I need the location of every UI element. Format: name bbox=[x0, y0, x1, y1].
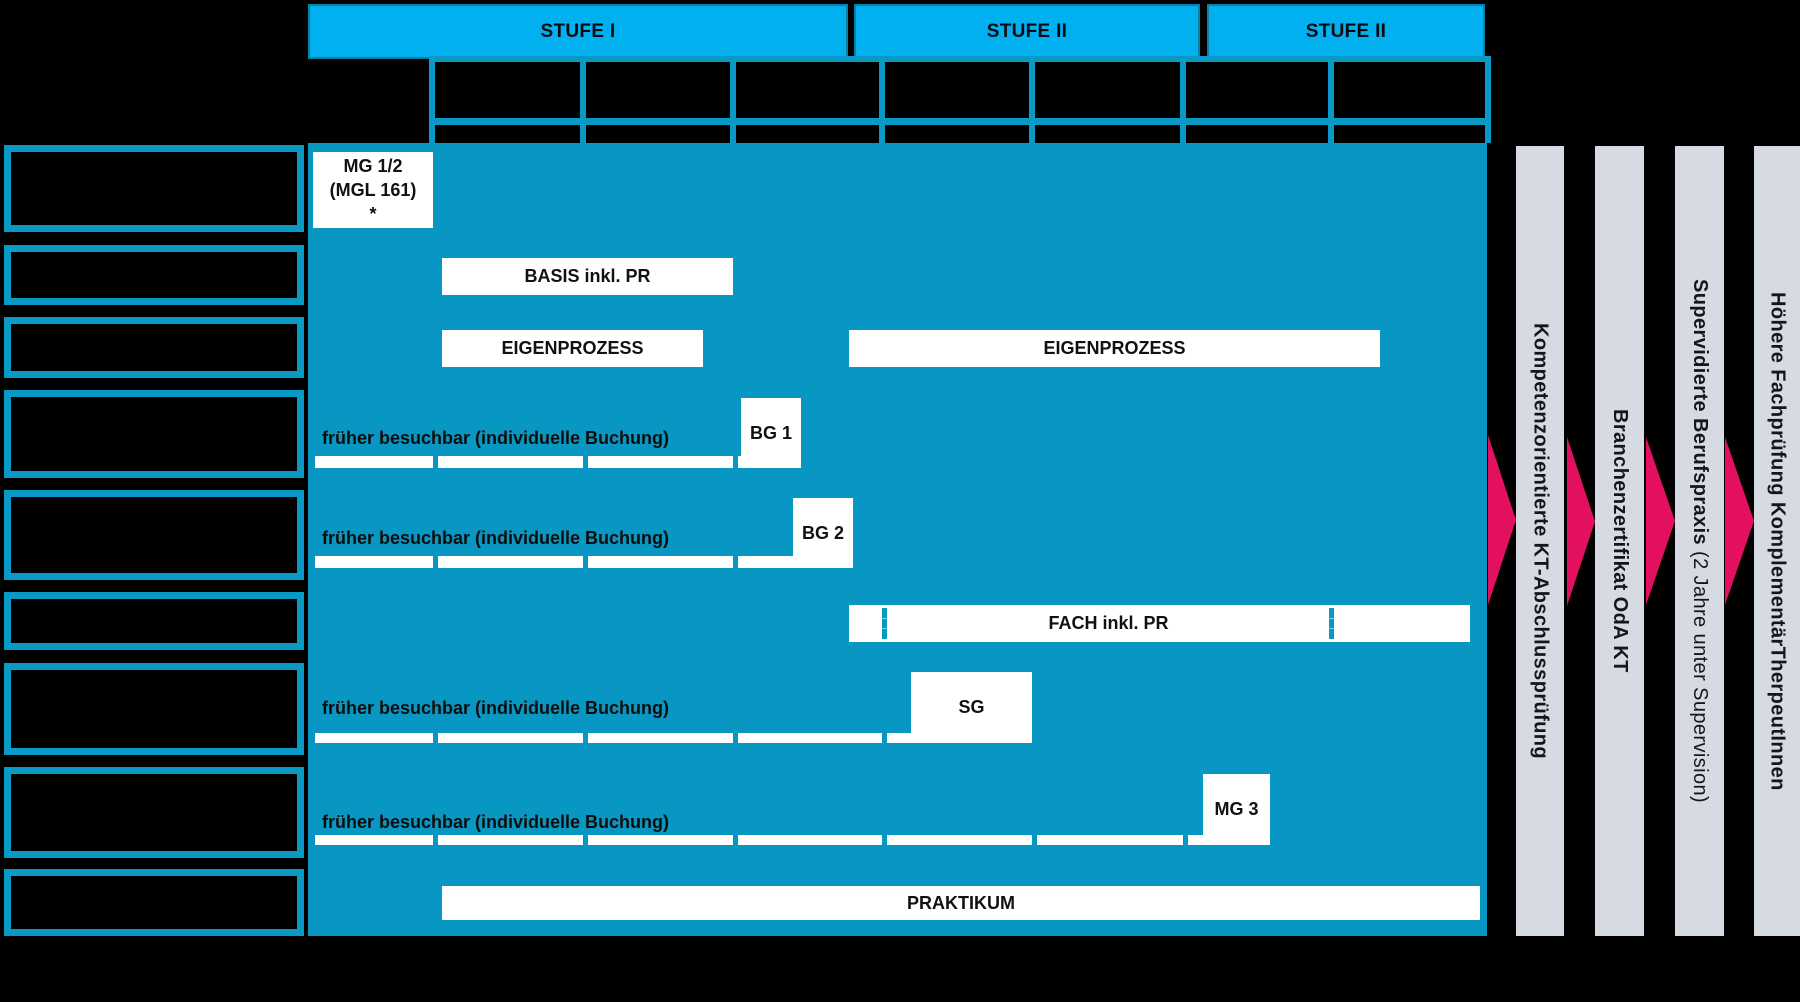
timeline-bar-notch bbox=[1032, 835, 1037, 845]
semester-cell-r2-c4 bbox=[885, 125, 1029, 143]
timeline-bar-notch bbox=[882, 835, 887, 845]
milestone-bar-supervidierte-berufspraxis: Supervidierte Berufspraxis (2 Jahre unte… bbox=[1675, 146, 1724, 936]
row-label-box-2 bbox=[4, 245, 304, 305]
course-fach-box: FACH inkl. PR bbox=[849, 605, 1470, 642]
course-eigenprozess2-box: EIGENPROZESS bbox=[849, 330, 1380, 367]
row-label-box-3 bbox=[4, 317, 304, 378]
timeline-bar-notch bbox=[583, 835, 588, 845]
row-label-box-5 bbox=[4, 490, 304, 580]
timeline-bar-notch bbox=[433, 456, 438, 468]
course-mg12-box: MG 1/2 (MGL 161) * bbox=[313, 152, 433, 228]
note-earlier-booking-bg1: früher besuchbar (individuelle Buchung) bbox=[322, 428, 670, 448]
semester-cell-r1-c6 bbox=[1186, 62, 1328, 118]
semester-cell-r2-c2 bbox=[586, 125, 730, 143]
note-earlier-booking-mg3: früher besuchbar (individuelle Buchung) bbox=[322, 812, 670, 832]
timeline-bar-notch bbox=[882, 733, 887, 743]
row-label-box-7 bbox=[4, 663, 304, 755]
semester-cell-r1-c2 bbox=[586, 62, 730, 118]
semester-cell-r2-c5 bbox=[1035, 125, 1180, 143]
semester-cell-r1-c1 bbox=[435, 62, 580, 118]
row-label-box-6 bbox=[4, 592, 304, 650]
course-praktikum-label: PRAKTIKUM bbox=[907, 892, 1015, 913]
timeline-bar-notch bbox=[733, 556, 738, 568]
semester-cell-r2-c1 bbox=[435, 125, 580, 143]
timeline-bar-notch bbox=[583, 456, 588, 468]
row-label-box-1 bbox=[4, 145, 304, 232]
milestone-1-label: Kompetenzorientierte KT-Abschlussprüfung bbox=[1529, 322, 1552, 760]
course-bg2-label: BG 2 bbox=[801, 522, 844, 543]
milestone-bar-kt-abschlusspruefung: Kompetenzorientierte KT-Abschlussprüfung bbox=[1516, 146, 1564, 936]
milestone-bar-branchenzertifikat: Branchenzertifikat OdA KT bbox=[1595, 146, 1644, 936]
course-praktikum-box: PRAKTIKUM bbox=[442, 886, 1480, 920]
course-mg12-line3: * bbox=[369, 204, 377, 224]
header-stufe-2-label: STUFE II bbox=[986, 20, 1068, 42]
semester-cell-r1-c4 bbox=[885, 62, 1029, 118]
course-sg-box: SG bbox=[911, 672, 1032, 743]
note-earlier-booking-sg: früher besuchbar (individuelle Buchung) bbox=[322, 698, 670, 718]
course-bg1-box: BG 1 bbox=[741, 398, 801, 468]
flow-arrow-4 bbox=[1725, 437, 1754, 605]
course-sg-label: SG bbox=[958, 697, 985, 717]
milestone-3-label: Supervidierte Berufspraxis bbox=[1689, 278, 1711, 551]
course-eigenprozess1-box: EIGENPROZESS bbox=[442, 330, 703, 367]
row-label-box-8 bbox=[4, 767, 304, 858]
header-stufe-1-label: STUFE I bbox=[540, 20, 616, 42]
timeline-bar-bg2 bbox=[315, 556, 793, 568]
semester-grid bbox=[429, 56, 1491, 143]
semester-cell-r2-c7 bbox=[1334, 125, 1485, 143]
timeline-bar-notch bbox=[433, 556, 438, 568]
course-mg12-line1: MG 1/2 bbox=[343, 156, 403, 176]
milestone-4-label: Höhere Fachprüfung KomplementärTherpeutI… bbox=[1766, 291, 1789, 791]
timeline-bar-notch bbox=[583, 733, 588, 743]
semester-cell-r2-c6 bbox=[1186, 125, 1328, 143]
milestone-bar-hoehere-fachpruefung: Höhere Fachprüfung KomplementärTherpeutI… bbox=[1754, 146, 1800, 936]
timeline-bar-sg bbox=[315, 733, 911, 743]
semester-cell-r1-c7 bbox=[1334, 62, 1485, 118]
header-stufe-3: STUFE II bbox=[1207, 4, 1485, 59]
note-earlier-booking-bg2: früher besuchbar (individuelle Buchung) bbox=[322, 528, 670, 548]
milestone-2-label: Branchenzertifikat OdA KT bbox=[1609, 409, 1631, 673]
header-stufe-3-label: STUFE II bbox=[1305, 20, 1387, 42]
course-bg2-box: BG 2 bbox=[793, 498, 853, 568]
course-mg3-label: MG 3 bbox=[1214, 799, 1259, 819]
timeline-bar-notch bbox=[433, 835, 438, 845]
course-eigenprozess2-label: EIGENPROZESS bbox=[1043, 338, 1186, 358]
timeline-bar-notch bbox=[583, 556, 588, 568]
timeline-bar-notch bbox=[433, 733, 438, 743]
row-label-box-4 bbox=[4, 390, 304, 478]
flow-arrow-1 bbox=[1488, 435, 1516, 605]
milestone-3-suffix: (2 Jahre unter Supervision) bbox=[1689, 550, 1711, 804]
course-mg3-box: MG 3 bbox=[1203, 774, 1270, 845]
header-stufe-1: STUFE I bbox=[308, 4, 848, 59]
semester-cell-r2-c3 bbox=[736, 125, 879, 143]
timeline-bar-bg1 bbox=[315, 456, 741, 468]
flow-arrow-2 bbox=[1567, 437, 1595, 606]
semester-cell-r1-c3 bbox=[736, 62, 879, 118]
fach-dashed-divider-left bbox=[882, 608, 887, 639]
header-stufe-2: STUFE II bbox=[854, 4, 1200, 59]
fach-dashed-divider-right bbox=[1329, 608, 1334, 639]
timeline-bar-notch bbox=[733, 835, 738, 845]
course-bg1-label: BG 1 bbox=[749, 422, 792, 443]
timeline-bar-notch bbox=[733, 456, 738, 468]
course-mg12-line2: (MGL 161) bbox=[329, 180, 417, 200]
course-eigenprozess1-label: EIGENPROZESS bbox=[501, 338, 644, 358]
timeline-bar-notch bbox=[1183, 835, 1188, 845]
semester-cell-r1-c5 bbox=[1035, 62, 1180, 118]
course-fach-label: FACH inkl. PR bbox=[1048, 613, 1169, 633]
timeline-bar-mg3 bbox=[315, 835, 1203, 845]
course-basis-label: BASIS inkl. PR bbox=[524, 266, 651, 286]
timeline-bar-notch bbox=[733, 733, 738, 743]
flow-arrow-3 bbox=[1646, 437, 1675, 605]
row-label-box-9 bbox=[4, 869, 304, 936]
course-basis-box: BASIS inkl. PR bbox=[442, 258, 733, 295]
